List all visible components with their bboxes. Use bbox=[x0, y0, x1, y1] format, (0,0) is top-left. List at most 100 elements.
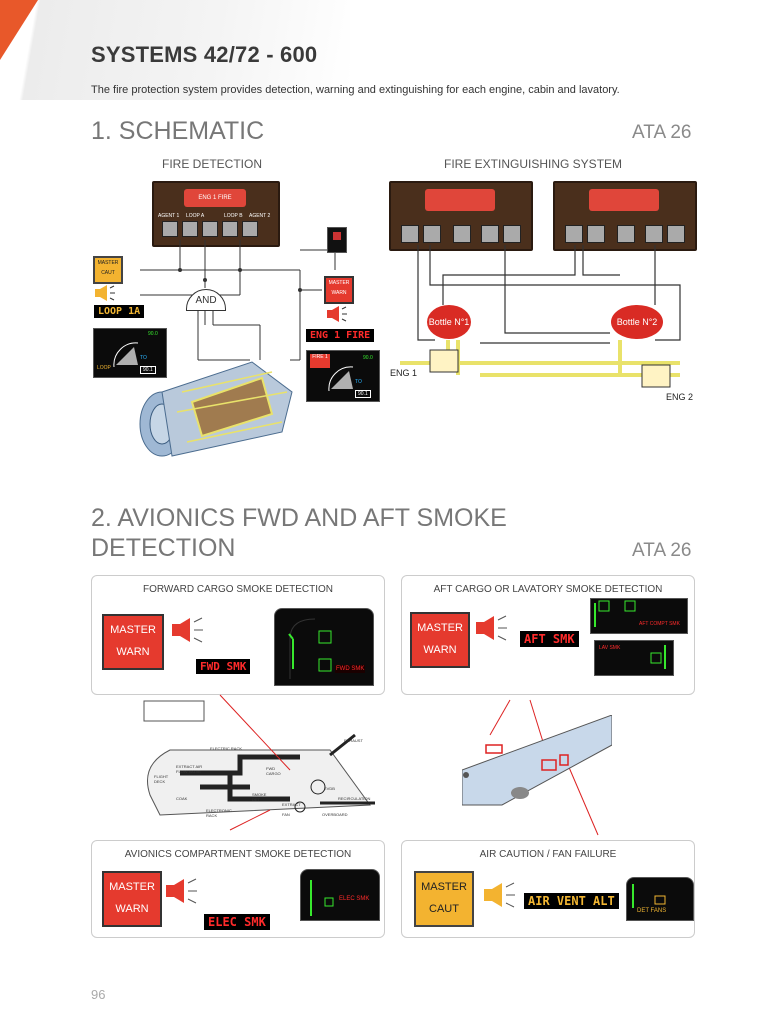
eng-fire-message: ENG 1 FIRE bbox=[306, 329, 375, 342]
aft-screen-message: AFT COMPT SMK bbox=[639, 621, 680, 627]
fwd-master-top: MASTER bbox=[110, 624, 156, 636]
engine-fire-display: FIRE 1 90.0 TO 90.1 bbox=[306, 350, 380, 402]
fwd-master-warn[interactable]: MASTER WARN bbox=[102, 614, 164, 670]
aft-smk-message: AFT SMK bbox=[520, 631, 579, 647]
speaker-red-icon bbox=[327, 306, 347, 322]
bottle-1: Bottle N°1 bbox=[427, 305, 471, 339]
air-card: AIR CAUTION / FAN FAILURE MASTER CAUT AI… bbox=[401, 840, 695, 938]
gauge-to-label: TO bbox=[140, 355, 147, 361]
lav-screen: LAV SMK bbox=[594, 640, 674, 676]
master-warn-text: MASTER WARN bbox=[328, 280, 350, 296]
engine-fire-handle[interactable]: ENG 1 FIRE bbox=[184, 189, 246, 207]
aft-card-title: AFT CARGO OR LAVATORY SMOKE DETECTION bbox=[433, 584, 663, 595]
aft-compt-outline-icon bbox=[594, 600, 636, 627]
master-caut-light[interactable]: MASTER CAUT bbox=[93, 256, 123, 284]
panel-loopb-label: LOOP B bbox=[224, 213, 243, 219]
section2-title-line2: DETECTION bbox=[91, 534, 236, 562]
avionics-master-top: MASTER bbox=[109, 881, 155, 893]
section1-title: 1. SCHEMATIC bbox=[91, 117, 265, 145]
master-caut-text: MASTER CAUT bbox=[97, 260, 119, 276]
extinguishing-panel-eng2 bbox=[553, 181, 697, 251]
avionics-card-title: AVIONICS COMPARTMENT SMOKE DETECTION bbox=[124, 849, 352, 860]
lav-screen-message: LAV SMK bbox=[599, 645, 621, 651]
agent2-button[interactable] bbox=[242, 221, 258, 237]
loop-1a-message: LOOP 1A bbox=[94, 305, 145, 318]
fire-indicator: FIRE 1 bbox=[310, 354, 330, 368]
master-warn-light[interactable]: MASTER WARN bbox=[324, 276, 354, 304]
fwd-screen-message: FWD SMK bbox=[335, 665, 366, 673]
ventilation-diagram bbox=[143, 700, 375, 816]
avionics-speaker-icon bbox=[166, 878, 197, 904]
lav-outline-icon bbox=[650, 645, 666, 669]
diag-smoke-det: SMOKE DET bbox=[252, 792, 267, 802]
panel-agent1-label: AGENT 1 bbox=[158, 213, 180, 219]
gauge-right-to-label: TO bbox=[355, 379, 362, 385]
eng1-agent1-button[interactable] bbox=[401, 225, 419, 243]
eng1-fire-handle[interactable] bbox=[425, 189, 495, 211]
diag-flight-deck: FLIGHT DECK bbox=[154, 774, 169, 784]
page-title: SYSTEMS 42/72 - 600 bbox=[91, 42, 318, 67]
eng2-test-button[interactable] bbox=[617, 225, 635, 243]
fire-detection-label: FIRE DETECTION bbox=[162, 157, 263, 171]
eng2-agent1-button[interactable] bbox=[565, 225, 583, 243]
section1-ata: ATA 26 bbox=[632, 122, 692, 143]
avionics-outline-icon bbox=[310, 880, 334, 916]
fwd-cargo-card: FORWARD CARGO SMOKE DETECTION MASTER WAR… bbox=[91, 575, 385, 695]
eng1-loopb-button[interactable] bbox=[481, 225, 499, 243]
gauge-bottom-value: 90.1 bbox=[140, 366, 156, 374]
air-card-title: AIR CAUTION / FAN FAILURE bbox=[479, 849, 617, 860]
diag-fwd-cargo: FWD CARGO bbox=[266, 766, 281, 776]
loopa-button[interactable] bbox=[182, 221, 198, 237]
air-screen: DET FANS bbox=[626, 877, 694, 921]
diag-recirculation: RECIRCULATION bbox=[338, 796, 371, 801]
agent1-button[interactable] bbox=[162, 221, 178, 237]
and-gate-label: AND bbox=[195, 295, 217, 306]
gauge-arc-right-icon bbox=[328, 366, 354, 392]
detection-wiring bbox=[140, 240, 336, 361]
page-number: 96 bbox=[91, 987, 106, 1002]
bottle2-label: Bottle N°2 bbox=[616, 317, 658, 327]
fire-detection-panel: ENG 1 FIRE AGENT 1 LOOP A LOOP B AGENT 2 bbox=[152, 181, 280, 247]
fire-test-button[interactable] bbox=[202, 221, 218, 237]
eng1-label: ENG 1 bbox=[390, 368, 418, 378]
air-master-caut[interactable]: MASTER CAUT bbox=[414, 871, 474, 927]
avionics-screen-message: ELEC SMK bbox=[339, 896, 370, 902]
diag-electronic-rack: ELECTRONIC RACK bbox=[206, 808, 232, 818]
gauge-loop-label: LOOP bbox=[97, 365, 111, 371]
eng1-agent2-button[interactable] bbox=[503, 225, 521, 243]
diag-extract-air: EXTRACT AIR FLOW VALVE bbox=[176, 764, 203, 774]
eng1-loopa-button[interactable] bbox=[423, 225, 441, 243]
diag-overboard: OVERBOARD bbox=[322, 812, 348, 817]
eng2-loopb-button[interactable] bbox=[645, 225, 663, 243]
elec-smk-message: ELEC SMK bbox=[204, 914, 270, 930]
eng2-agent2-button[interactable] bbox=[667, 225, 685, 243]
aft-master-bottom: WARN bbox=[423, 644, 457, 656]
eng2-fire-handle[interactable] bbox=[589, 189, 659, 211]
air-speaker-icon bbox=[484, 882, 515, 908]
panel-loopa-label: LOOP A bbox=[186, 213, 205, 219]
eng1-test-button[interactable] bbox=[453, 225, 471, 243]
avionics-screen: ELEC SMK bbox=[300, 869, 380, 921]
eng2-loopa-button[interactable] bbox=[587, 225, 605, 243]
avionics-master-warn[interactable]: MASTER WARN bbox=[102, 871, 162, 927]
extinguishing-panel-eng1 bbox=[389, 181, 533, 251]
gauge-arc-icon bbox=[113, 342, 139, 368]
fwd-cargo-screen: FWD SMK bbox=[274, 608, 374, 686]
loopb-button[interactable] bbox=[222, 221, 238, 237]
avionics-card: AVIONICS COMPARTMENT SMOKE DETECTION MAS… bbox=[91, 840, 385, 938]
gauge-right-bottom-value: 90.1 bbox=[355, 390, 371, 398]
extinguishing-wiring bbox=[400, 245, 681, 388]
fwd-smk-message: FWD SMK bbox=[196, 659, 251, 674]
panel-agent2-label: AGENT 2 bbox=[249, 213, 271, 219]
air-master-bottom: CAUT bbox=[429, 903, 459, 915]
diag-fan: FAN bbox=[282, 812, 290, 817]
section2-title-line1: 2. AVIONICS FWD AND AFT SMOKE bbox=[91, 504, 507, 532]
bottle1-label: Bottle N°1 bbox=[428, 317, 470, 327]
fwd-card-title: FORWARD CARGO SMOKE DETECTION bbox=[142, 584, 333, 595]
aft-master-warn[interactable]: MASTER WARN bbox=[410, 612, 470, 668]
diag-exhaust: EXHAUST bbox=[344, 738, 363, 743]
air-vent-alt-message: AIR VENT ALT bbox=[524, 893, 619, 909]
section2-ata: ATA 26 bbox=[632, 540, 692, 561]
bottle-2: Bottle N°2 bbox=[611, 305, 663, 339]
aft-compt-screen: AFT COMPT SMK bbox=[590, 598, 688, 634]
